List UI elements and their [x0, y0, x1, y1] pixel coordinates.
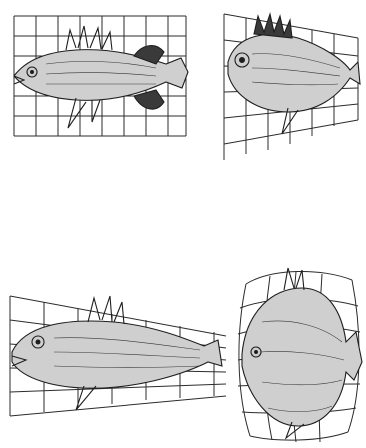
panel-bottom-left	[4, 282, 232, 432]
converging-grid-fish-figure	[4, 282, 232, 432]
panel-top-left	[6, 10, 196, 150]
panel-bottom-right	[232, 262, 366, 444]
curved-grid-fish-figure	[232, 262, 366, 444]
panel-top-right	[218, 4, 364, 164]
tapered-grid-fish-figure	[218, 4, 364, 164]
rectangular-grid-fish-figure	[6, 10, 196, 150]
fish-illustration-top-left	[14, 26, 188, 128]
